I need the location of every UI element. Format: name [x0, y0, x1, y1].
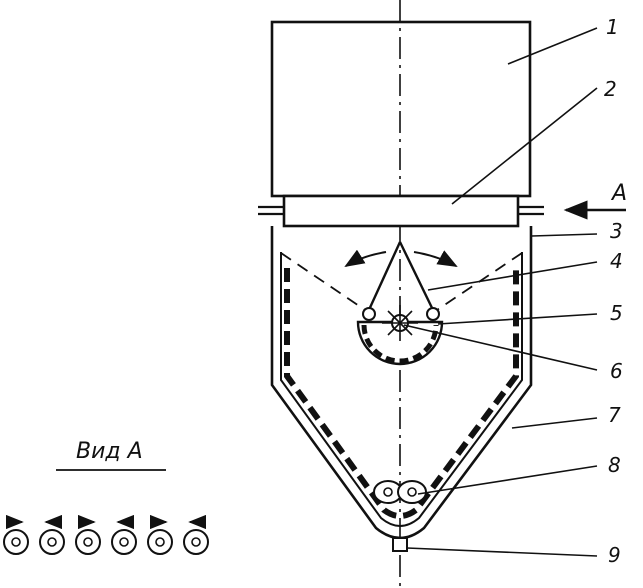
flange-plate	[282, 194, 520, 228]
rotation-arrow-right	[413, 250, 458, 267]
rotor-hub	[382, 305, 418, 341]
view-a-roller-3	[75, 514, 101, 555]
guide-right	[433, 252, 523, 313]
callout-1: 1	[606, 15, 619, 39]
view-a-rollers	[3, 514, 209, 555]
upper-chamber	[270, 20, 532, 198]
bottom-rollers	[373, 480, 427, 504]
lower-shell-inner	[280, 252, 523, 527]
view-a-roller-1	[3, 514, 29, 555]
callout-9: 9	[608, 543, 621, 567]
leader-lines	[403, 27, 598, 557]
callout-2: 2	[604, 77, 617, 101]
view-caption: Вид А	[76, 439, 143, 464]
rotor-right-bearing	[426, 307, 440, 321]
guide-left	[280, 252, 369, 313]
heating-band	[284, 268, 519, 519]
view-a-roller-5	[147, 514, 173, 555]
callout-4: 4	[610, 249, 623, 273]
callout-3: 3	[610, 219, 623, 243]
view-a-roller-6	[183, 514, 209, 555]
view-a-arrow-label: A	[610, 181, 627, 206]
rotor-drum-lining	[361, 324, 439, 364]
rotation-arrow-left	[344, 249, 387, 268]
callout-8: 8	[608, 453, 621, 477]
rotor-left-bearing	[362, 307, 376, 321]
view-a-roller-4	[111, 514, 137, 555]
callout-5: 5	[610, 301, 623, 325]
callout-7: 7	[608, 403, 621, 427]
view-a-roller-2	[39, 514, 65, 555]
outlet-nozzle	[392, 537, 408, 552]
callout-6: 6	[610, 359, 623, 383]
rotor-cone	[366, 241, 436, 313]
